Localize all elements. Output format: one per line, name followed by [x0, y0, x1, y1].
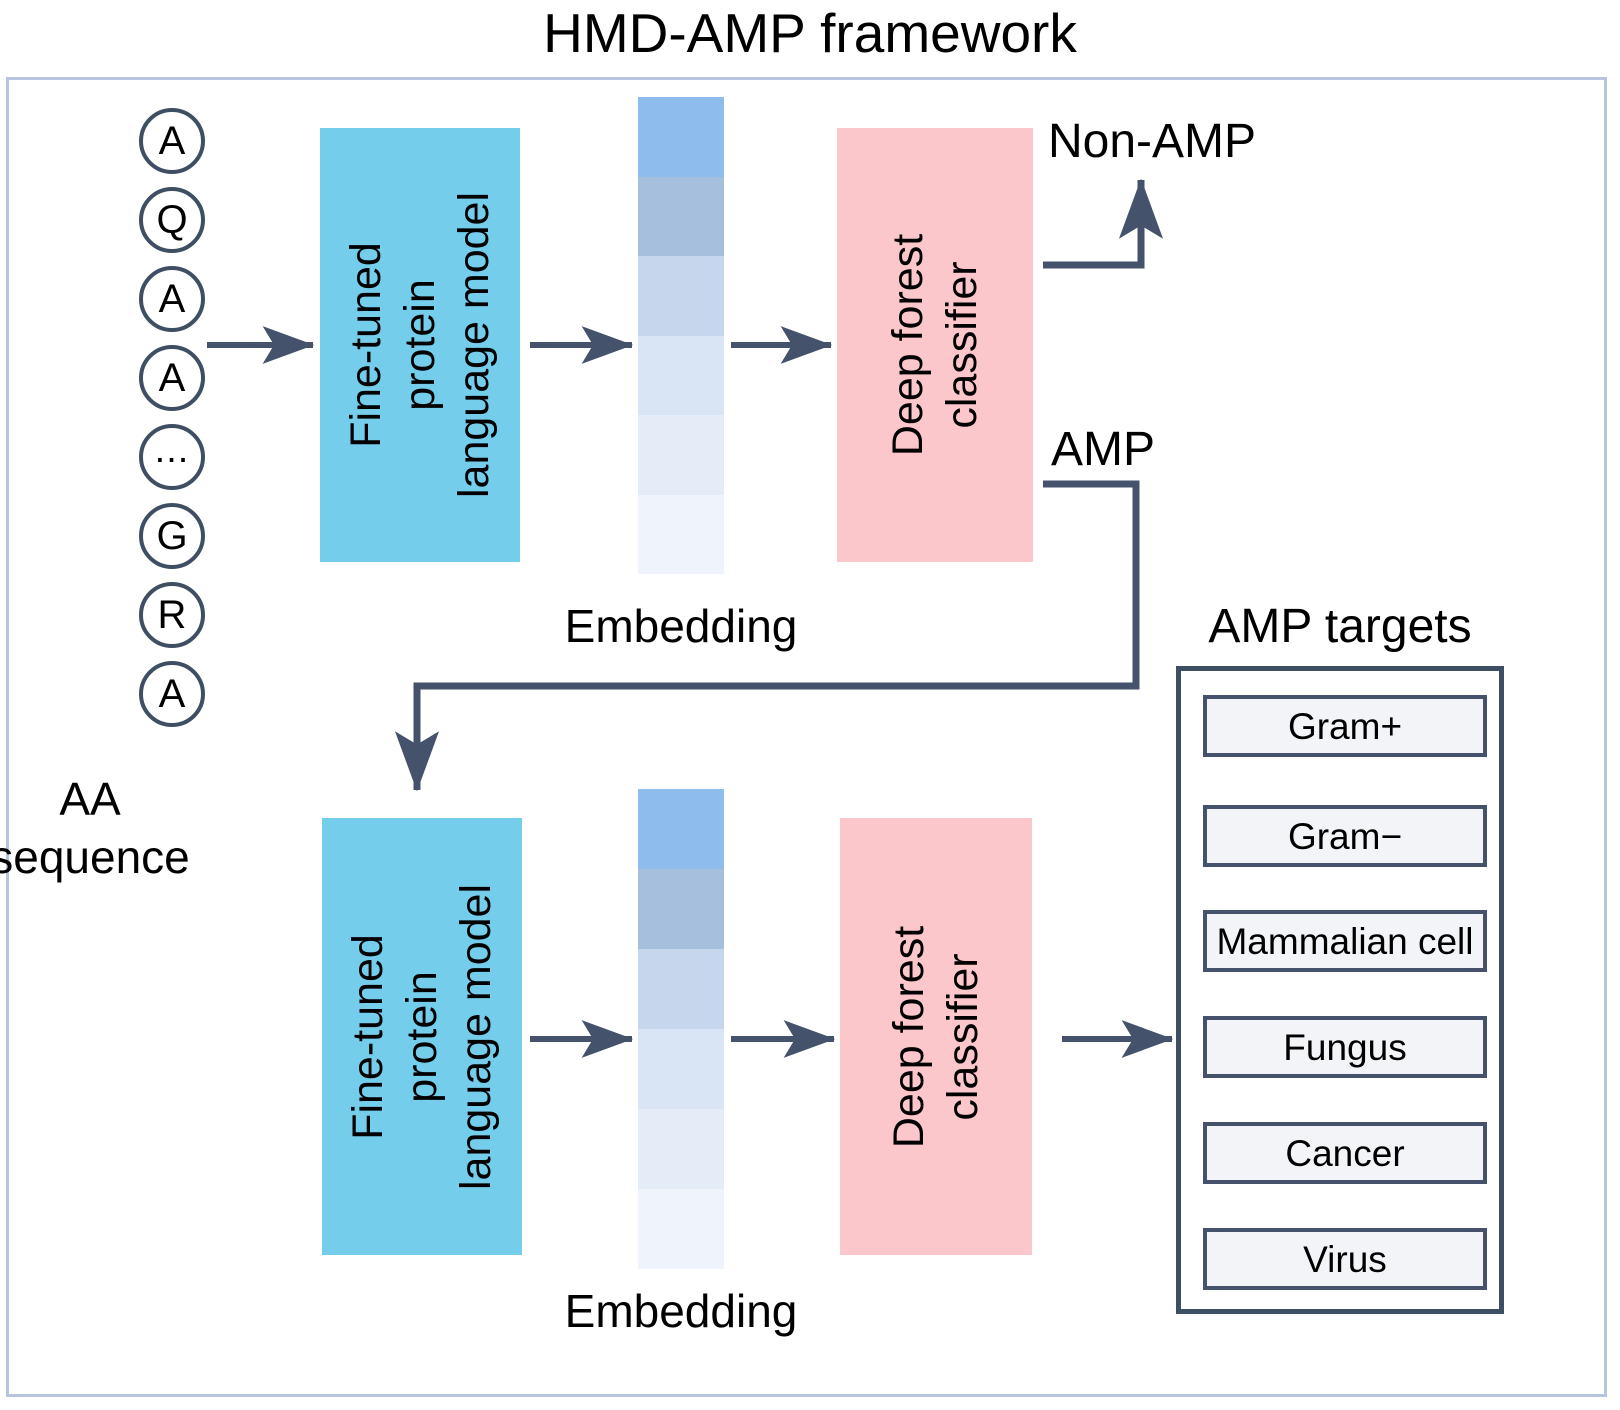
target-gram-negative[interactable]: Gram− [1203, 805, 1487, 867]
dfc-label-line1: Deep forest [884, 233, 932, 457]
residue-a-3: A [139, 345, 205, 411]
plm-label-line1: Fine-tuned [344, 933, 392, 1140]
stage-two-protein-language-model-box: Fine-tuned protein language model [322, 818, 522, 1255]
aa-sequence-column: A Q A A ... G R A [112, 108, 232, 740]
residue-q: Q [139, 187, 205, 253]
stage-two-embedding-caption: Embedding [564, 1285, 798, 1337]
residue-a-2: A [139, 266, 205, 332]
embedding-band-6 [638, 1189, 724, 1269]
plm-label-line3: language model [450, 191, 498, 499]
residue-a-1: A [139, 108, 205, 174]
embedding-band-3 [638, 949, 724, 1029]
residue-letter: G [156, 514, 188, 558]
aa-sequence-label: AA sequence [0, 770, 240, 886]
residue-r: R [139, 582, 205, 648]
plm-label-line2: protein [398, 970, 446, 1103]
embedding-band-1 [638, 97, 724, 177]
residue-letter: R [157, 593, 187, 637]
plm-label-line3: language model [452, 883, 500, 1190]
residue-letter: Q [156, 198, 188, 242]
embedding-band-2 [638, 176, 724, 256]
target-mammalian-cell[interactable]: Mammalian cell [1203, 910, 1487, 972]
residue-letter: A [158, 672, 186, 716]
aa-sequence-label-line2: sequence [0, 831, 190, 883]
residue-letter: A [158, 356, 186, 400]
plm-label-line1: Fine-tuned [342, 242, 390, 448]
non-amp-output-label: Non-AMP [1048, 115, 1257, 168]
residue-letter: A [158, 277, 186, 321]
residue-a-4: A [139, 661, 205, 727]
stage-one-plm-label: Fine-tuned protein language model [339, 192, 501, 498]
embedding-band-4 [638, 335, 724, 415]
embedding-band-5 [638, 415, 724, 495]
target-cancer[interactable]: Cancer [1203, 1122, 1487, 1184]
target-fungus[interactable]: Fungus [1203, 1016, 1487, 1078]
plm-label-line2: protein [396, 279, 444, 411]
stage-two-plm-label: Fine-tuned protein language model [341, 883, 503, 1189]
target-gram-positive[interactable]: Gram+ [1203, 695, 1487, 757]
target-virus[interactable]: Virus [1203, 1228, 1487, 1290]
residue-ellipsis: ... [139, 424, 205, 490]
stage-two-embedding-strip [638, 789, 724, 1269]
residue-letter: A [158, 119, 186, 163]
residue-g: G [139, 503, 205, 569]
dfc-label-line2: classifier [938, 261, 986, 429]
stage-one-embedding-strip [638, 97, 724, 574]
stage-one-deep-forest-classifier-box: Deep forest classifier [837, 128, 1033, 562]
stage-one-protein-language-model-box: Fine-tuned protein language model [320, 128, 520, 562]
stage-two-deep-forest-classifier-box: Deep forest classifier [840, 818, 1032, 1255]
embedding-band-4 [638, 1029, 724, 1109]
page-title: HMD-AMP framework [543, 2, 1077, 64]
aa-sequence-label-line1: AA [59, 773, 121, 825]
embedding-band-2 [638, 869, 724, 949]
dfc-label-line2: classifier [939, 952, 987, 1121]
stage-two-dfc-label: Deep forest classifier [882, 925, 990, 1147]
residue-letter: ... [154, 429, 190, 471]
stage-one-embedding-caption: Embedding [564, 600, 798, 652]
embedding-band-3 [638, 256, 724, 336]
embedding-band-6 [638, 494, 724, 574]
amp-output-label: AMP [1051, 423, 1156, 476]
amp-targets-title: AMP targets [1208, 600, 1472, 653]
amp-targets-panel: Gram+ Gram− Mammalian cell Fungus Cancer… [1176, 666, 1504, 1314]
dfc-label-line1: Deep forest [885, 925, 933, 1148]
embedding-band-1 [638, 789, 724, 869]
embedding-band-5 [638, 1109, 724, 1189]
stage-one-dfc-label: Deep forest classifier [881, 234, 989, 456]
